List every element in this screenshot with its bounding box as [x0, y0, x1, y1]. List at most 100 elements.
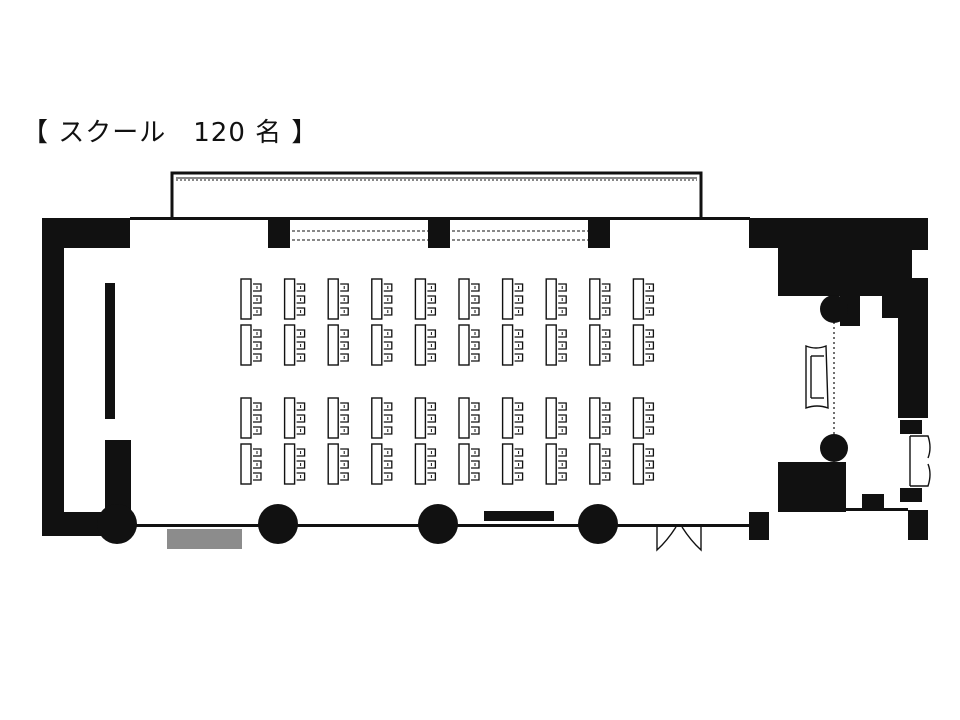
chair	[427, 472, 437, 481]
table-unit	[327, 324, 349, 366]
chair	[601, 414, 611, 423]
table-unit	[283, 443, 306, 485]
chair	[427, 448, 437, 457]
table-unit	[283, 324, 306, 366]
chair	[253, 341, 262, 350]
chair	[514, 295, 524, 304]
chair	[340, 426, 349, 435]
chair	[601, 283, 611, 292]
chair	[645, 426, 655, 435]
desk	[414, 278, 427, 320]
chair	[645, 402, 655, 411]
chair	[253, 448, 262, 457]
table-unit	[589, 278, 611, 320]
chair	[645, 295, 655, 304]
desk	[501, 397, 514, 439]
desk	[371, 278, 383, 320]
table-unit	[414, 278, 437, 320]
chair	[383, 448, 393, 457]
chair	[253, 426, 262, 435]
desk	[632, 324, 645, 366]
chair	[340, 460, 349, 469]
chair	[253, 295, 262, 304]
table-unit	[371, 278, 393, 320]
desk	[283, 443, 296, 485]
chair	[427, 307, 437, 316]
table-unit	[458, 443, 480, 485]
chair	[296, 329, 306, 338]
table-unit	[283, 278, 306, 320]
chair	[340, 341, 349, 350]
table-unit	[458, 324, 480, 366]
chair	[340, 472, 349, 481]
chair	[645, 329, 655, 338]
desk	[371, 324, 383, 366]
chair	[427, 402, 437, 411]
table-unit	[501, 443, 524, 485]
chair	[340, 353, 349, 362]
table-unit	[327, 278, 349, 320]
desk	[545, 278, 557, 320]
table-unit	[371, 324, 393, 366]
columns	[97, 295, 848, 544]
chair	[645, 307, 655, 316]
desk	[414, 397, 427, 439]
table-unit	[545, 443, 567, 485]
chair	[645, 448, 655, 457]
desk	[632, 278, 645, 320]
chair	[558, 295, 567, 304]
desk	[371, 397, 383, 439]
table-unit	[589, 443, 611, 485]
chair	[558, 341, 567, 350]
chair	[340, 402, 349, 411]
chair	[383, 426, 393, 435]
table-unit	[632, 397, 655, 439]
entrance-doors	[656, 526, 702, 552]
desk	[501, 324, 514, 366]
chair	[558, 472, 567, 481]
chair	[427, 283, 437, 292]
chair	[427, 353, 437, 362]
chair	[514, 460, 524, 469]
chair	[253, 402, 262, 411]
chair	[296, 448, 306, 457]
chair	[340, 307, 349, 316]
chair	[645, 283, 655, 292]
desk	[589, 397, 601, 439]
table-unit	[632, 278, 655, 320]
desk	[458, 397, 470, 439]
table-unit	[240, 324, 262, 366]
chair	[296, 414, 306, 423]
chair	[558, 460, 567, 469]
table-unit	[458, 397, 480, 439]
chair	[601, 460, 611, 469]
chair	[427, 426, 437, 435]
chair	[383, 283, 393, 292]
table-unit	[589, 324, 611, 366]
chair	[296, 402, 306, 411]
desk	[458, 278, 470, 320]
chair	[471, 460, 480, 469]
chair	[296, 472, 306, 481]
desk	[501, 278, 514, 320]
table-unit	[371, 443, 393, 485]
chair	[253, 307, 262, 316]
chair	[645, 353, 655, 362]
chair	[340, 329, 349, 338]
table-unit	[589, 397, 611, 439]
chair	[340, 448, 349, 457]
chair	[253, 472, 262, 481]
storage	[167, 529, 242, 549]
seating-area	[240, 278, 655, 485]
table-unit	[501, 397, 524, 439]
desk	[240, 443, 252, 485]
chair	[514, 426, 524, 435]
chair	[601, 295, 611, 304]
chair	[383, 295, 393, 304]
chair	[296, 295, 306, 304]
desk	[283, 278, 296, 320]
desk	[545, 397, 557, 439]
chair	[514, 307, 524, 316]
chair	[471, 329, 480, 338]
desk	[545, 443, 557, 485]
